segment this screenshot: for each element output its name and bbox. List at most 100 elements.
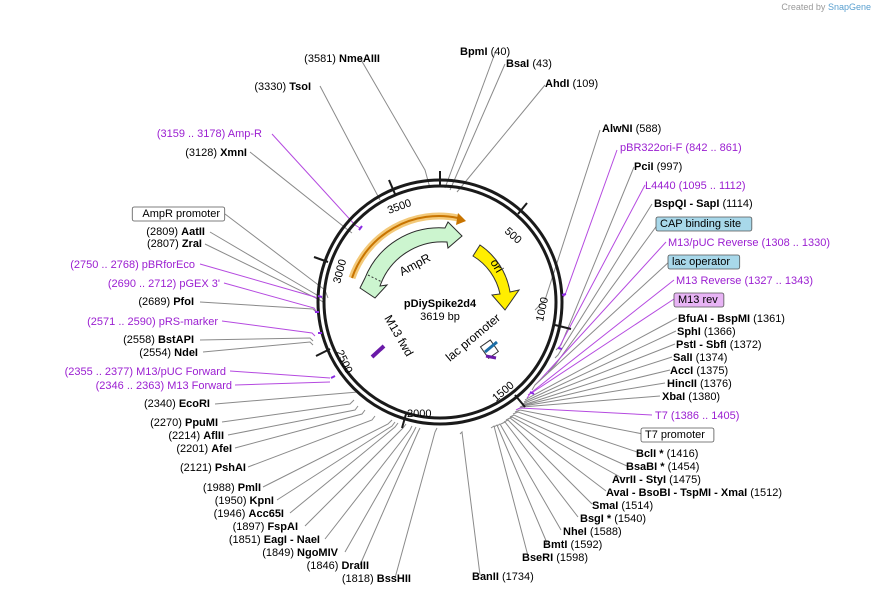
- ruler-1000: 1000: [534, 296, 551, 322]
- m13-fwd-label: M13 fwd: [381, 313, 416, 359]
- site-name: DraIII: [341, 560, 369, 572]
- feature-ori: ori: [472, 244, 521, 311]
- site-name: NmeAIII: [339, 53, 380, 65]
- left-label-7: (2750 .. 2768) pBRforEco: [70, 259, 195, 271]
- feature-label-box: [667, 254, 741, 270]
- site-position: (3128): [185, 147, 217, 159]
- site-position: (2750 .. 2768): [70, 259, 139, 271]
- right-label-24: AvrII - StyI (1475): [612, 474, 701, 486]
- site-position: (1361): [753, 313, 785, 325]
- left-label-5: (2809) AatII: [146, 226, 205, 238]
- site-name: M13 rev: [678, 294, 718, 306]
- site-position: (1454): [668, 461, 700, 473]
- right-label-27: BsgI * (1540): [580, 513, 646, 525]
- right-label-6: L4440 (1095 .. 1112): [645, 180, 746, 192]
- left-label-20: (1988) PmlI: [203, 482, 261, 494]
- site-name: PshAI: [215, 462, 246, 474]
- site-name: FspAI: [267, 521, 298, 533]
- site-name: PfoI: [173, 296, 194, 308]
- site-name: HincII: [667, 378, 697, 390]
- feature-label-box: [640, 427, 715, 443]
- site-name: PciI: [634, 161, 654, 173]
- left-label-0: (3581) NmeAIII: [304, 53, 380, 65]
- site-name: EcoRI: [179, 398, 210, 410]
- site-position: (2809): [146, 226, 178, 238]
- feature-label-box: [131, 206, 226, 222]
- right-label-15: PstI - SbfI (1372): [676, 339, 762, 351]
- feature-m13-fwd: M13 fwd: [370, 313, 416, 359]
- left-label-13: (2355 .. 2377) M13/pUC Forward: [65, 366, 226, 378]
- site-position: (1512): [750, 487, 782, 499]
- site-position: (1308 .. 1330): [762, 237, 831, 249]
- site-position: (1988): [203, 482, 235, 494]
- left-label-12: (2554) NdeI: [139, 347, 198, 359]
- right-label-20: T7 (1386 .. 1405): [655, 410, 739, 422]
- right-label-29: BmtI (1592): [543, 539, 602, 551]
- site-position: (1818): [342, 573, 374, 585]
- left-label-11: (2558) BstAPI: [123, 334, 194, 346]
- site-position: (1849): [262, 547, 294, 559]
- right-label-23: BsaBI * (1454): [626, 461, 699, 473]
- site-position: (1897): [233, 521, 265, 533]
- ruler-ticks: [313, 171, 572, 429]
- site-name: NheI: [563, 526, 587, 538]
- site-position: (1327 .. 1343): [744, 275, 813, 287]
- left-label-8: (2690 .. 2712) pGEX 3': [108, 278, 220, 290]
- left-label-9: (2689) PfoI: [138, 296, 194, 308]
- site-name: AvrII - StyI: [612, 474, 666, 486]
- site-position: (1540): [614, 513, 646, 525]
- right-label-18: HincII (1376): [667, 378, 732, 390]
- site-position: (2571 .. 2590): [87, 316, 156, 328]
- site-labels: BpmI (40)BsaI (43)AhdI (109)AlwNI (588)p…: [65, 46, 830, 585]
- site-name: T7: [655, 410, 668, 422]
- feature-label-box: [673, 292, 725, 308]
- site-name: XbaI: [662, 391, 685, 403]
- left-label-23: (1897) FspAI: [233, 521, 298, 533]
- site-position: (2270): [150, 417, 182, 429]
- site-name: BclI *: [636, 448, 664, 460]
- ori-label: ori: [487, 257, 506, 276]
- site-position: (2346 .. 2363): [96, 380, 165, 392]
- site-position: (1386 .. 1405): [671, 410, 740, 422]
- left-label-6: (2807) ZraI: [147, 238, 202, 250]
- left-label-24: (1851) EagI - NaeI: [229, 534, 320, 546]
- left-label-26: (1846) DraIII: [307, 560, 369, 572]
- site-position: (1588): [590, 526, 622, 538]
- site-name: M13 Reverse: [676, 275, 741, 287]
- ruler-3000: 3000: [331, 258, 349, 285]
- site-position: (1592): [571, 539, 603, 551]
- left-label-22: (1946) Acc65I: [214, 508, 284, 520]
- site-name: AflII: [203, 430, 224, 442]
- site-position: (1375): [696, 365, 728, 377]
- plasmid-length: 3619 bp: [420, 311, 460, 323]
- right-label-31: BanII (1734): [472, 571, 534, 583]
- site-name: L4440: [645, 180, 676, 192]
- site-position: (1374): [696, 352, 728, 364]
- right-label-3: AlwNI (588): [602, 123, 661, 135]
- site-position: (1946): [214, 508, 246, 520]
- left-label-10: (2571 .. 2590) pRS-marker: [87, 316, 218, 328]
- site-name: BanII: [472, 571, 499, 583]
- left-label-16: (2270) PpuMI: [150, 417, 218, 429]
- site-name: CAP binding site: [660, 218, 741, 230]
- site-position: (2355 .. 2377): [65, 366, 134, 378]
- site-name: SphI: [677, 326, 701, 338]
- site-name: AmpR promoter: [142, 208, 220, 220]
- right-label-30: BseRI (1598): [522, 552, 588, 564]
- site-position: (1514): [621, 500, 653, 512]
- site-name: AhdI: [545, 78, 569, 90]
- site-position: (1846): [307, 560, 339, 572]
- site-name: SalI: [673, 352, 693, 364]
- site-name: BfuAI - BspMI: [678, 313, 750, 325]
- left-label-1: (3330) TsoI: [254, 81, 311, 93]
- site-position: (1598): [556, 552, 588, 564]
- site-position: (1380): [688, 391, 720, 403]
- right-label-4: pBR322ori-F (842 .. 861): [620, 142, 742, 154]
- site-position: (2807): [147, 238, 179, 250]
- site-position: (2340): [144, 398, 176, 410]
- site-name: AfeI: [211, 443, 232, 455]
- site-name: EagI - NaeI: [264, 534, 320, 546]
- site-position: (1366): [704, 326, 736, 338]
- site-name: M13/pUC Forward: [136, 366, 226, 378]
- site-name: ZraI: [182, 238, 202, 250]
